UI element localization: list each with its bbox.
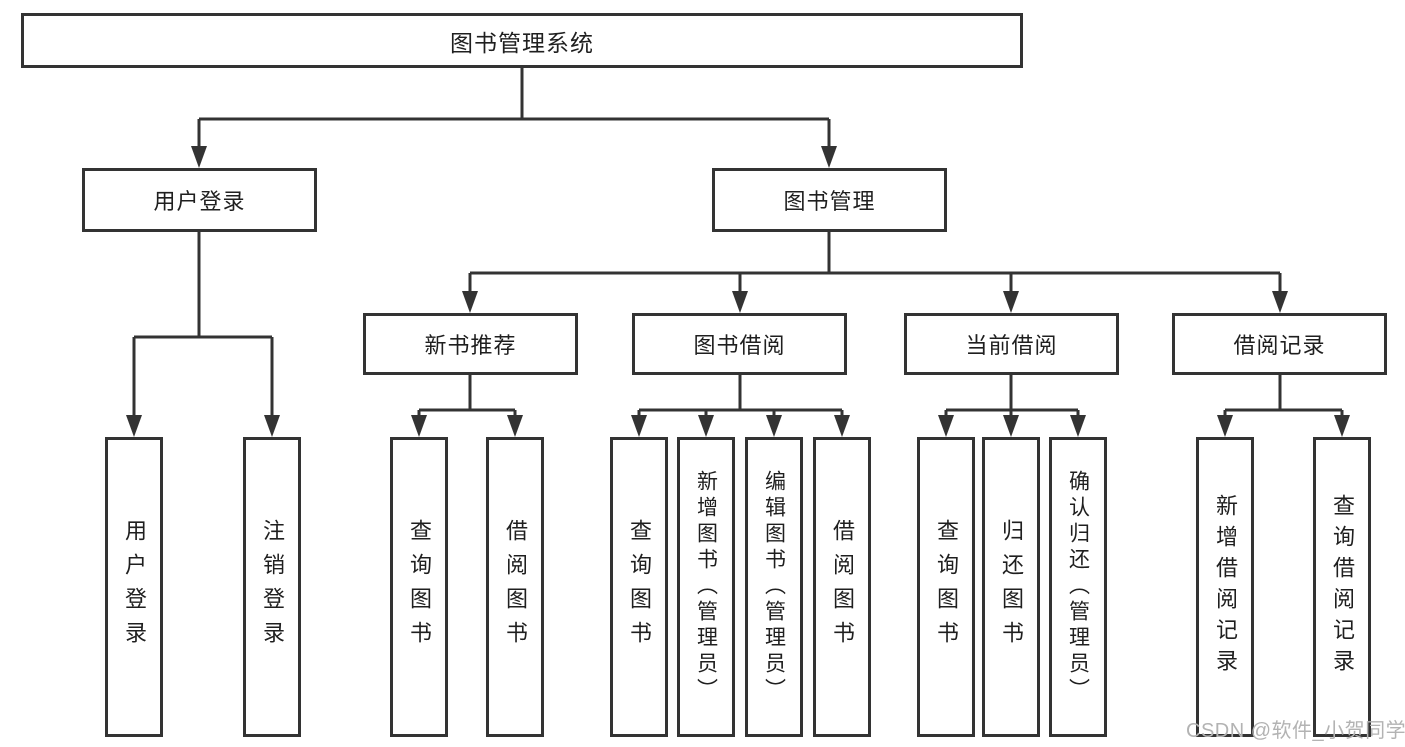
- node-label: 编辑图书（管理员）: [762, 470, 786, 704]
- node-label: 当前借阅: [965, 333, 1058, 358]
- node-return-book: 归还图书: [982, 437, 1040, 737]
- node-label: 查询图书: [407, 519, 432, 655]
- node-confirm-return-admin: 确认归还（管理员）: [1049, 437, 1107, 737]
- node-label: 用户登录: [153, 189, 246, 214]
- node-label: 借阅记录: [1233, 333, 1326, 358]
- node-label: 归还图书: [999, 519, 1024, 655]
- node-logout: 注销登录: [243, 437, 301, 737]
- node-label: 借阅图书: [503, 519, 528, 655]
- node-label: 查询图书: [934, 519, 959, 655]
- node-login: 用户登录: [105, 437, 163, 737]
- node-label: 图书管理系统: [450, 29, 594, 56]
- node-current-borrow: 当前借阅: [904, 313, 1119, 375]
- node-add-book-admin: 新增图书（管理员）: [677, 437, 735, 737]
- node-new-book-recommend: 新书推荐: [363, 313, 578, 375]
- node-add-borrow-record: 新增借阅记录: [1196, 437, 1254, 737]
- node-edit-book-admin: 编辑图书（管理员）: [745, 437, 803, 737]
- node-label: 确认归还（管理员）: [1066, 470, 1090, 704]
- node-label: 注销登录: [260, 519, 285, 655]
- node-label: 图书借阅: [693, 333, 786, 358]
- node-label: 新增借阅记录: [1213, 494, 1238, 680]
- node-label: 图书管理: [783, 189, 876, 214]
- node-label: 借阅图书: [830, 519, 855, 655]
- node-borrow-records: 借阅记录: [1172, 313, 1387, 375]
- node-query-books-borrow: 查询图书: [610, 437, 668, 737]
- node-label: 用户登录: [122, 519, 147, 655]
- node-label: 查询图书: [627, 519, 652, 655]
- node-label: 新增图书（管理员）: [694, 470, 718, 704]
- node-library-system: 图书管理系统: [21, 13, 1023, 68]
- node-query-books-recommend: 查询图书: [390, 437, 448, 737]
- node-label: 查询借阅记录: [1330, 494, 1355, 680]
- node-query-borrow-record: 查询借阅记录: [1313, 437, 1371, 737]
- node-book-management: 图书管理: [712, 168, 947, 232]
- node-label: 新书推荐: [424, 333, 517, 358]
- node-book-borrow: 图书借阅: [632, 313, 847, 375]
- node-query-books-current: 查询图书: [917, 437, 975, 737]
- csdn-watermark: CSDN @软件_小贺同学: [1186, 720, 1405, 742]
- node-user-login: 用户登录: [82, 168, 317, 232]
- node-borrow-books-recommend: 借阅图书: [486, 437, 544, 737]
- node-borrow-books: 借阅图书: [813, 437, 871, 737]
